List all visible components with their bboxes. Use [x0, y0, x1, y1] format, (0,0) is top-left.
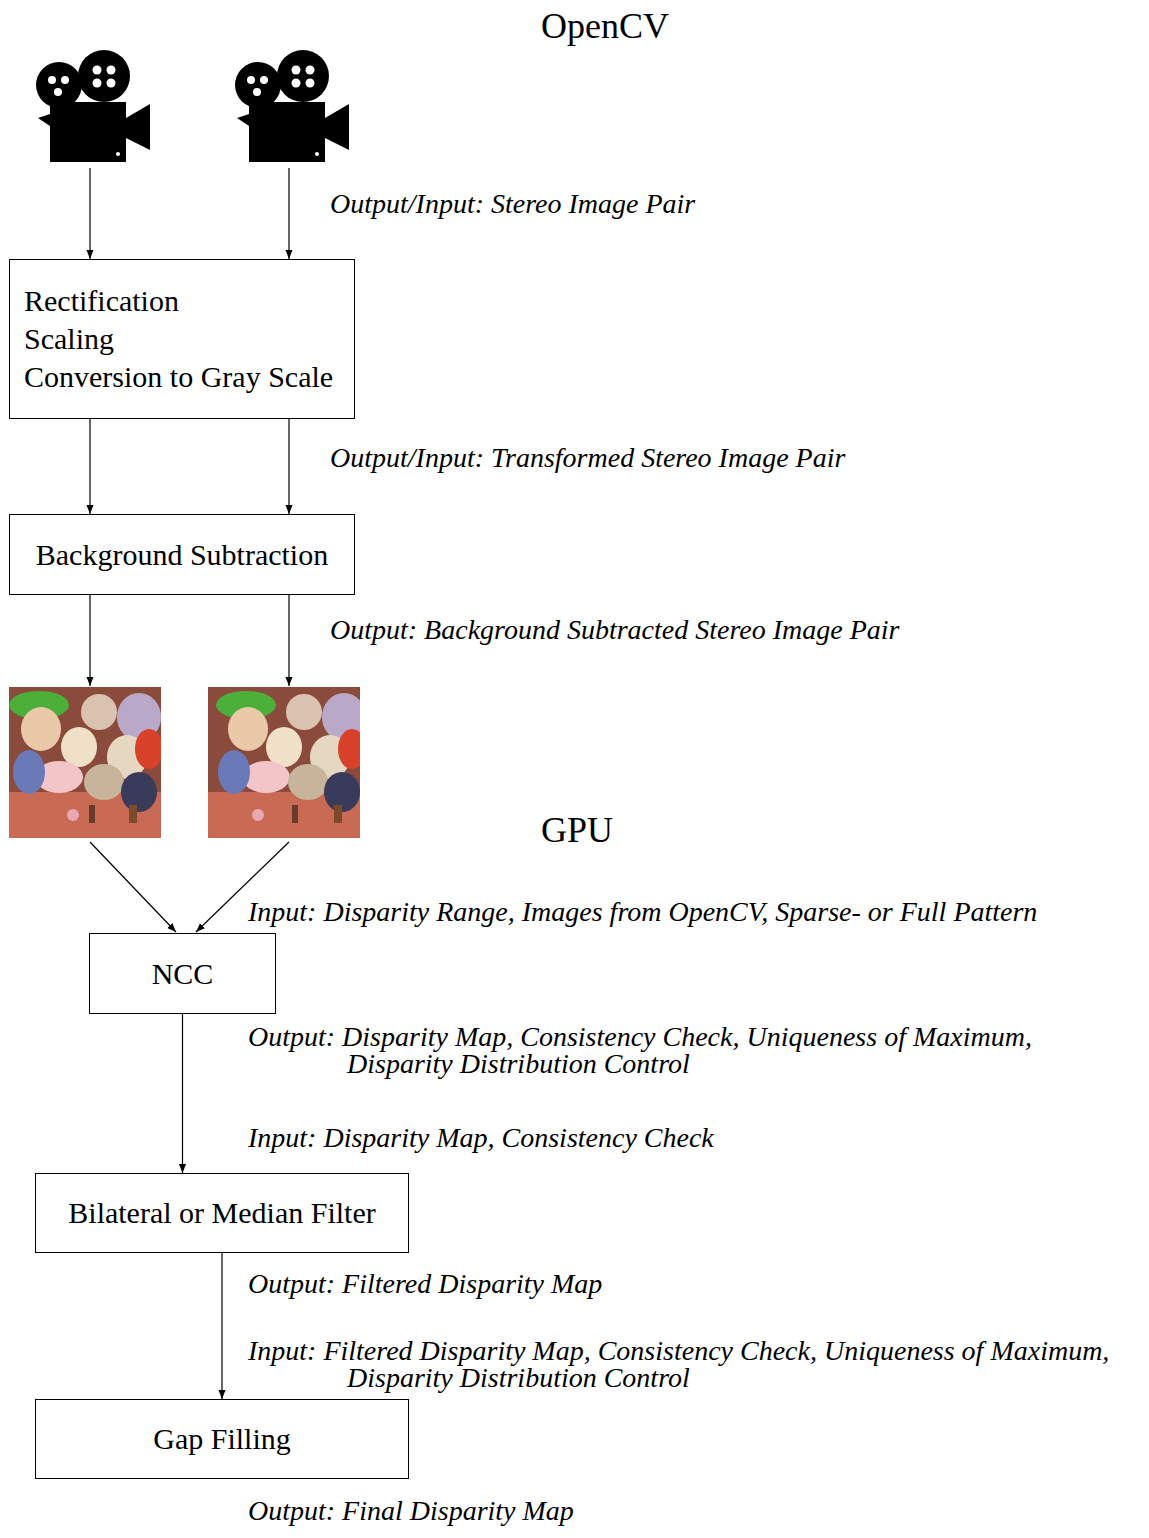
arrow [89, 168, 90, 259]
box-text: Background Subtraction [36, 536, 328, 574]
process-box: Gap Filling [35, 1399, 409, 1479]
section-title: GPU [541, 810, 613, 850]
data-note: Output: Filtered Disparity Map [248, 1270, 1143, 1297]
data-note: Output: Background Subtracted Stereo Ima… [330, 616, 1143, 643]
arrow [90, 842, 176, 932]
flow-arrow [288, 419, 289, 514]
box-text: NCC [152, 955, 214, 993]
stereo-image [9, 687, 366, 838]
box-text: Gap Filling [153, 1420, 291, 1458]
data-note: Output/Input: Transformed Stereo Image P… [330, 444, 1143, 471]
section-title: OpenCV [541, 6, 669, 46]
box-text: Scaling [24, 320, 114, 358]
arrow [288, 168, 289, 259]
data-note: Input: Filtered Disparity Map, Consisten… [248, 1337, 1143, 1391]
flow-arrow [182, 1014, 183, 1173]
process-box: NCC [89, 933, 276, 1014]
process-box: Bilateral or Median Filter [35, 1173, 409, 1253]
box-text: Bilateral or Median Filter [68, 1194, 375, 1232]
data-note: Output: Disparity Map, Consistency Check… [248, 1023, 1143, 1077]
arrow [288, 595, 289, 686]
flow-arrow [89, 419, 90, 514]
camera-icon [36, 50, 150, 162]
data-note: Input: Disparity Range, Images from Open… [248, 898, 1143, 925]
data-note: Input: Disparity Map, Consistency Check [248, 1124, 1143, 1151]
data-note: Output/Input: Stereo Image Pair [330, 190, 1143, 217]
flow-arrow [221, 1253, 222, 1399]
process-box: RectificationScalingConversion to Gray S… [9, 259, 355, 419]
process-box: Background Subtraction [9, 514, 355, 595]
box-text: Conversion to Gray Scale [24, 358, 333, 396]
data-note: Output: Final Disparity Map [248, 1497, 1143, 1524]
box-text: Rectification [24, 282, 179, 320]
arrow [89, 595, 90, 686]
camera-icon [235, 50, 349, 162]
